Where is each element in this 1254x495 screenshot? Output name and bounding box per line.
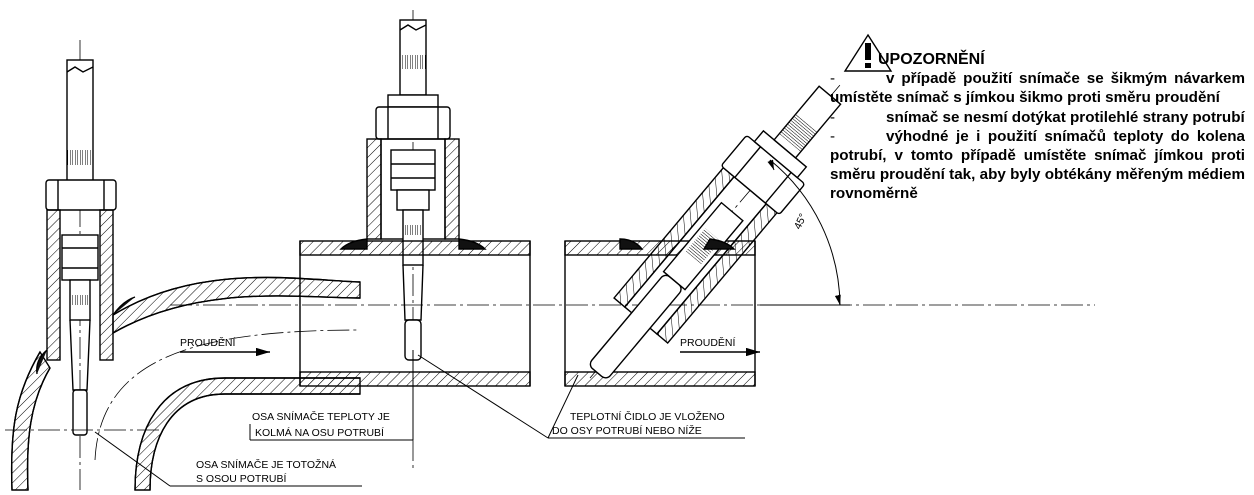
warning-notes: UPOZORNĚNÍ -v případě použití snímače se…	[830, 50, 1245, 204]
elbow-axis-label-2: S OSOU POTRUBÍ	[196, 472, 287, 485]
flow-text-left: PROUDĚNÍ	[180, 336, 236, 349]
note-text: v případě použití snímače se šikmým náva…	[830, 70, 1245, 107]
note-item-1: -v případě použití snímače se šikmým náv…	[830, 69, 1245, 107]
note-dash: -	[830, 108, 836, 126]
flow-text-right: PROUDĚNÍ	[680, 336, 736, 349]
note-text: výhodné je i použití snímačů teploty do …	[830, 127, 1245, 203]
warning-icon	[843, 33, 893, 72]
note-dash: -	[830, 127, 836, 145]
perpendicular-installation	[170, 10, 1095, 470]
leader-lines	[94, 350, 745, 487]
elbow-axis-label-1: OSA SNÍMAČE JE TOTOŽNÁ	[196, 458, 336, 471]
note-dash: -	[830, 70, 836, 88]
note-text: snímač se nesmí dotýkat protilehlé stran…	[886, 108, 1245, 126]
middle-axis-label-2: KOLMÁ NA OSU POTRUBÍ	[255, 426, 384, 439]
middle-axis-label-1: OSA SNÍMAČE TEPLOTY JE	[252, 410, 390, 423]
angled-installation	[564, 84, 850, 387]
notes-heading: UPOZORNĚNÍ	[878, 51, 985, 68]
note-item-2: - snímač se nesmí dotýkat protilehlé stra…	[830, 108, 1245, 127]
sensor-depth-label-2: DO OSY POTRUBÍ NEBO NÍŽE	[552, 424, 702, 437]
sensor-depth-label-1: TEPLOTNÍ ČIDLO JE VLOŽENO	[570, 410, 725, 423]
elbow-installation	[5, 40, 361, 491]
angle-label: 45°	[792, 212, 810, 231]
note-item-3: -výhodné je i použití snímačů teploty do…	[830, 127, 1245, 204]
